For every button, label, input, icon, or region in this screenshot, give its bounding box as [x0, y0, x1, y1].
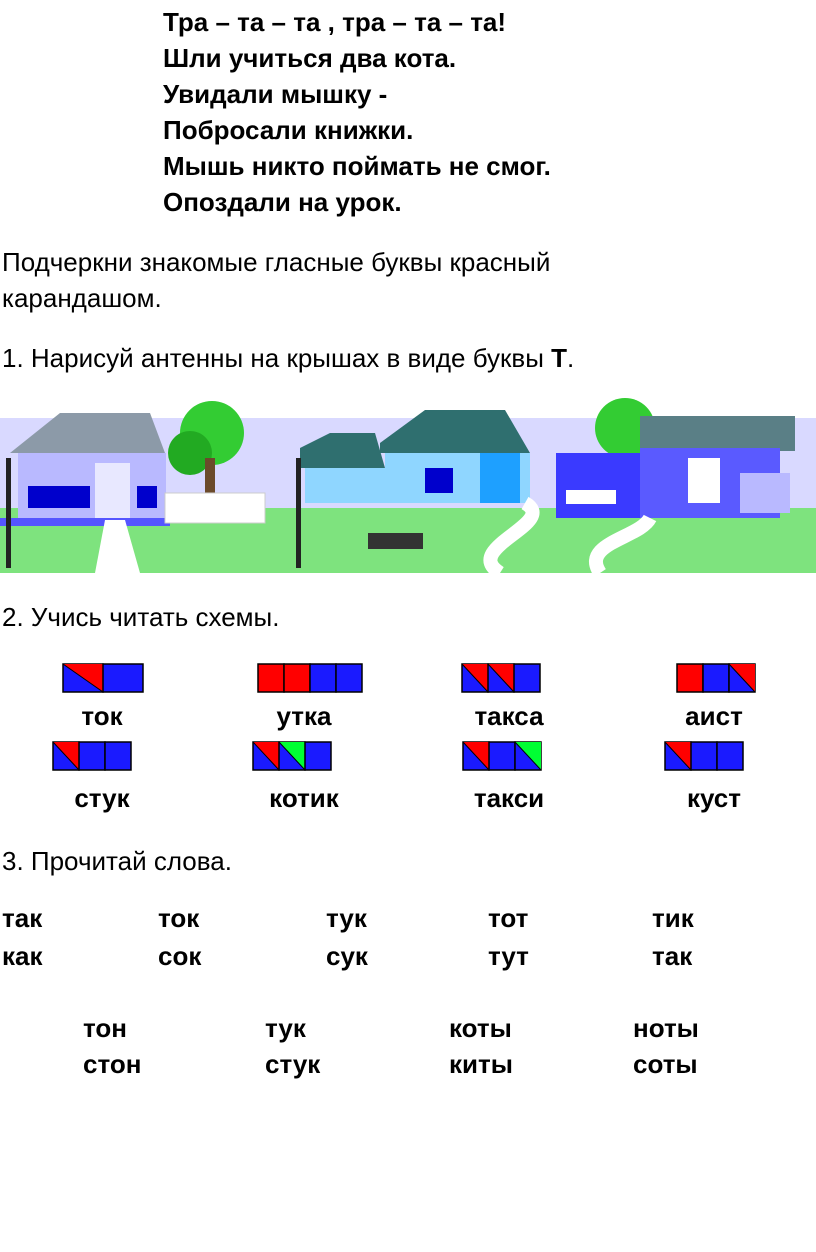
reading-word: ноты: [633, 1013, 699, 1043]
scheme-word: стук: [74, 783, 130, 813]
reading-word: сук: [326, 941, 368, 971]
scheme-cell-blue: [716, 741, 744, 771]
scheme-cell-blue: [304, 741, 332, 771]
scheme-cell-blue: [309, 663, 337, 693]
scheme-cell-blue: [690, 741, 718, 771]
poem-line: Увидали мышку -: [163, 79, 388, 109]
task-1-letter: Т: [551, 343, 568, 373]
poem-line: Шли учиться два кота.: [163, 43, 457, 73]
reading-word: стон: [83, 1049, 142, 1079]
scheme-word: котик: [269, 783, 339, 813]
poem-line: Тра – та – та , тра – та – та!: [163, 7, 507, 37]
scheme-cell-diag: [462, 741, 490, 771]
sound-scheme: [461, 663, 541, 693]
reading-word: киты: [449, 1049, 513, 1079]
scheme-cell-diag: [252, 741, 280, 771]
scheme-word: аист: [685, 701, 743, 731]
scheme-cell-blue: [104, 741, 132, 771]
scheme-word: куст: [686, 783, 742, 813]
scheme-cell-diag: [461, 663, 489, 693]
reading-word: так: [652, 941, 693, 971]
scheme-cell-blue: [513, 663, 541, 693]
reading-word: ток: [158, 903, 200, 933]
reading-word: тук: [265, 1013, 306, 1043]
reading-word: коты: [449, 1013, 512, 1043]
poem-line: Опоздали на урок.: [163, 187, 402, 217]
scheme-cell-green: [278, 741, 306, 771]
reading-word: тук: [326, 903, 367, 933]
scheme-cell-red: [676, 663, 704, 693]
village-illustration: [0, 398, 816, 573]
scheme-word: утка: [276, 701, 332, 731]
reading-word: стук: [265, 1049, 321, 1079]
sound-scheme: [676, 663, 756, 693]
task-1-end: .: [567, 343, 575, 373]
sound-scheme: [462, 741, 542, 771]
reading-word: тут: [488, 941, 529, 971]
reading-word: так: [2, 903, 43, 933]
reading-word: соты: [633, 1049, 698, 1079]
scheme-cell-diag: [487, 663, 515, 693]
reading-word: тот: [488, 903, 529, 933]
task-1-text: 1. Нарисуй антенны на крышах в виде букв…: [2, 343, 552, 373]
sound-scheme: [664, 741, 744, 771]
scheme-cell-blue: [102, 663, 144, 693]
sound-scheme: [62, 663, 144, 693]
reading-word: сок: [158, 941, 202, 971]
scheme-cell-diag: [62, 663, 104, 693]
scheme-cell-blue: [702, 663, 730, 693]
sound-scheme: [52, 741, 132, 771]
scheme-cell-blue: [488, 741, 516, 771]
scheme-cell-red: [283, 663, 311, 693]
scheme-cell-diag: [664, 741, 692, 771]
task-1: 1. Нарисуй антенны на крышах в виде букв…: [2, 342, 574, 374]
scheme-cell-diag: [52, 741, 80, 771]
scheme-cell-blue: [78, 741, 106, 771]
scheme-cell-diag: [728, 663, 756, 693]
sound-scheme: [252, 741, 332, 771]
scheme-word: такси: [473, 783, 545, 813]
task-3: 3. Прочитай слова.: [2, 846, 232, 876]
scheme-cell-green: [514, 741, 542, 771]
scheme-cell-blue: [335, 663, 363, 693]
poem-line: Мышь никто поймать не смог.: [163, 151, 551, 181]
poem-line: Побросали книжки.: [163, 115, 414, 145]
reading-word: тон: [83, 1013, 127, 1043]
scheme-word: такса: [474, 701, 544, 731]
sound-scheme: [257, 663, 363, 693]
task-2: 2. Учись читать схемы.: [2, 602, 280, 632]
scheme-cell-red: [257, 663, 285, 693]
reading-word: как: [2, 941, 43, 971]
poem: Тра – та – та , тра – та – та! Шли учить…: [163, 4, 551, 220]
instruction-text: Подчеркни знакомые гласные буквы красный…: [2, 247, 551, 313]
reading-word: тик: [652, 903, 694, 933]
scheme-word: ток: [81, 701, 123, 731]
